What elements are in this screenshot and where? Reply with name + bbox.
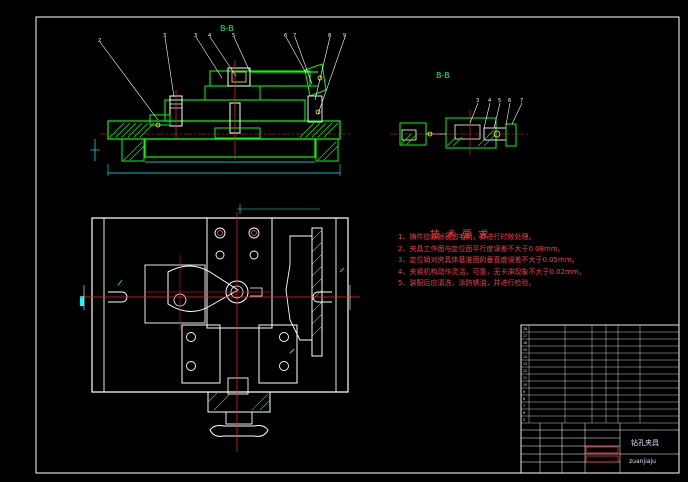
svg-text:5: 5 [498, 98, 501, 104]
requirement-item: 1、铸件应去除锐边毛刺，并进行时效处理。 [398, 233, 536, 241]
svg-text:18: 18 [523, 327, 527, 331]
svg-text:9: 9 [343, 33, 346, 39]
svg-text:6: 6 [523, 411, 525, 415]
title-block-name: 钻孔夹具 [631, 439, 659, 447]
title-block-code: zuanjiaju [629, 458, 656, 465]
svg-text:12: 12 [523, 369, 527, 373]
svg-text:3: 3 [163, 33, 166, 39]
section-label-front: B-B [220, 24, 234, 33]
svg-text:6: 6 [284, 33, 287, 39]
svg-text:15: 15 [523, 348, 527, 352]
section-label-right: B-B [436, 71, 450, 80]
requirements-list: 1、铸件应去除锐边毛刺，并进行时效处理。 2、夹具工作面与定位面平行度误差不大于… [398, 232, 668, 290]
section-view-right: 3 4 5 6 7 [390, 98, 530, 155]
requirement-item: 4、夹紧机构动作灵活，可靠，无卡滞现象不大于0.02mm。 [398, 267, 586, 276]
requirement-item: 5、装配后应清洗，涂防锈油，并进行检验。 [398, 279, 536, 287]
svg-text:14: 14 [523, 355, 527, 359]
svg-text:13: 13 [523, 362, 527, 366]
plan-view [80, 204, 360, 452]
svg-text:16: 16 [523, 341, 527, 345]
svg-text:7: 7 [520, 98, 523, 104]
title-block: 18 17 16 15 14 13 12 11 10 9 8 7 6 5 [520, 324, 680, 474]
svg-text:10: 10 [523, 383, 527, 387]
svg-text:3: 3 [194, 33, 197, 39]
svg-text:2: 2 [98, 38, 101, 44]
front-view: 2 3 3 4 5 6 7 8 9 [90, 33, 350, 176]
svg-text:6: 6 [508, 98, 511, 104]
svg-text:7: 7 [293, 33, 296, 39]
sheet-border [35, 16, 680, 474]
svg-text:9: 9 [523, 390, 525, 394]
svg-text:5: 5 [232, 33, 235, 39]
requirement-item: 2、夹具工作面与定位面平行度误差不大于0.08mm。 [398, 244, 565, 253]
requirement-item: 3、定位销对夹具体基准面的垂直度误差不大于0.05mm。 [398, 256, 579, 264]
svg-text:11: 11 [523, 376, 527, 380]
svg-text:17: 17 [523, 334, 527, 338]
svg-text:7: 7 [523, 404, 525, 408]
svg-text:8: 8 [523, 397, 525, 401]
svg-text:4: 4 [208, 33, 211, 39]
svg-text:5: 5 [523, 418, 525, 422]
svg-text:8: 8 [328, 33, 331, 39]
svg-text:4: 4 [488, 98, 491, 104]
svg-text:3: 3 [476, 98, 479, 104]
requirements-title: 技术要求 [430, 230, 494, 241]
